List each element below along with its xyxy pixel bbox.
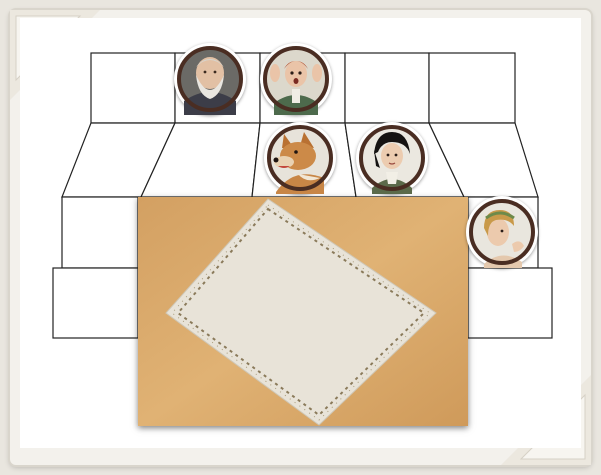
seat-cell[interactable] (468, 268, 552, 338)
blonde-woman-portrait-icon (466, 196, 538, 268)
seat-cell[interactable] (91, 53, 175, 123)
seat-cell[interactable] (345, 53, 429, 123)
surprised-red-haired-man-portrait-icon (260, 43, 332, 115)
diamond-tablecloth-icon (138, 197, 468, 426)
woman-blonde-token[interactable] (466, 196, 538, 268)
seat-cell[interactable] (62, 197, 138, 268)
bearded-old-man-portrait-icon (174, 43, 246, 115)
corgi-dog-portrait-icon (264, 122, 336, 194)
seat-cell[interactable] (53, 268, 138, 338)
woman-with-black-hair-portrait-icon (356, 122, 428, 194)
seat-cell[interactable] (429, 53, 515, 123)
woman-black-hair-token[interactable] (356, 122, 428, 194)
tablecloth-card[interactable] (138, 197, 468, 426)
dog-token[interactable] (264, 122, 336, 194)
old-man-token[interactable] (174, 43, 246, 115)
surprised-man-token[interactable] (260, 43, 332, 115)
